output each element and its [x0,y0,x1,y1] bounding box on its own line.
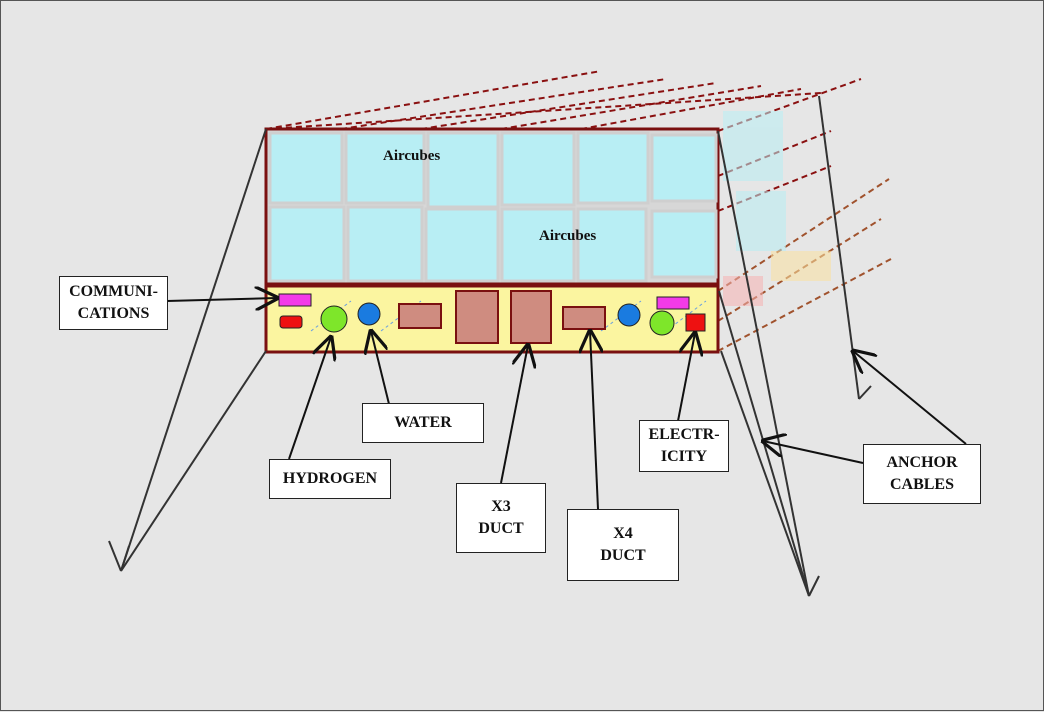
x3-duct-right [510,290,552,344]
callout-arrows [166,298,967,510]
receding-aircubes [723,111,831,306]
hydrogen-callout: HYDROGEN [269,459,391,499]
communications-bar-right [656,296,690,310]
water-pipe-right [617,303,641,327]
aircubes-label-bottom: Aircubes [539,228,597,244]
electricity-box-right [685,313,706,332]
hydrogen-pipe-right [649,310,675,336]
electricity-callout: ELECTR- ICITY [639,420,729,472]
water-callout: WATER [362,403,484,443]
electricity-box-left [279,315,303,329]
x4-duct-callout: X4 DUCT [567,509,679,581]
duct-small-left [398,303,442,329]
x3-duct-callout: X3 DUCT [456,483,546,553]
water-pipe-left [357,302,381,326]
aircube-grid [268,131,718,283]
communications-bar-left [278,293,312,307]
communications-callout: COMMUNI- CATIONS [59,276,168,330]
aircubes-label-top: Aircubes [383,148,441,164]
anchor-cables [108,95,872,597]
anchor-cables-callout: ANCHOR CABLES [863,444,981,504]
x4-duct [562,306,606,330]
hydrogen-pipe-left [320,305,348,333]
x3-duct-left [455,290,499,344]
